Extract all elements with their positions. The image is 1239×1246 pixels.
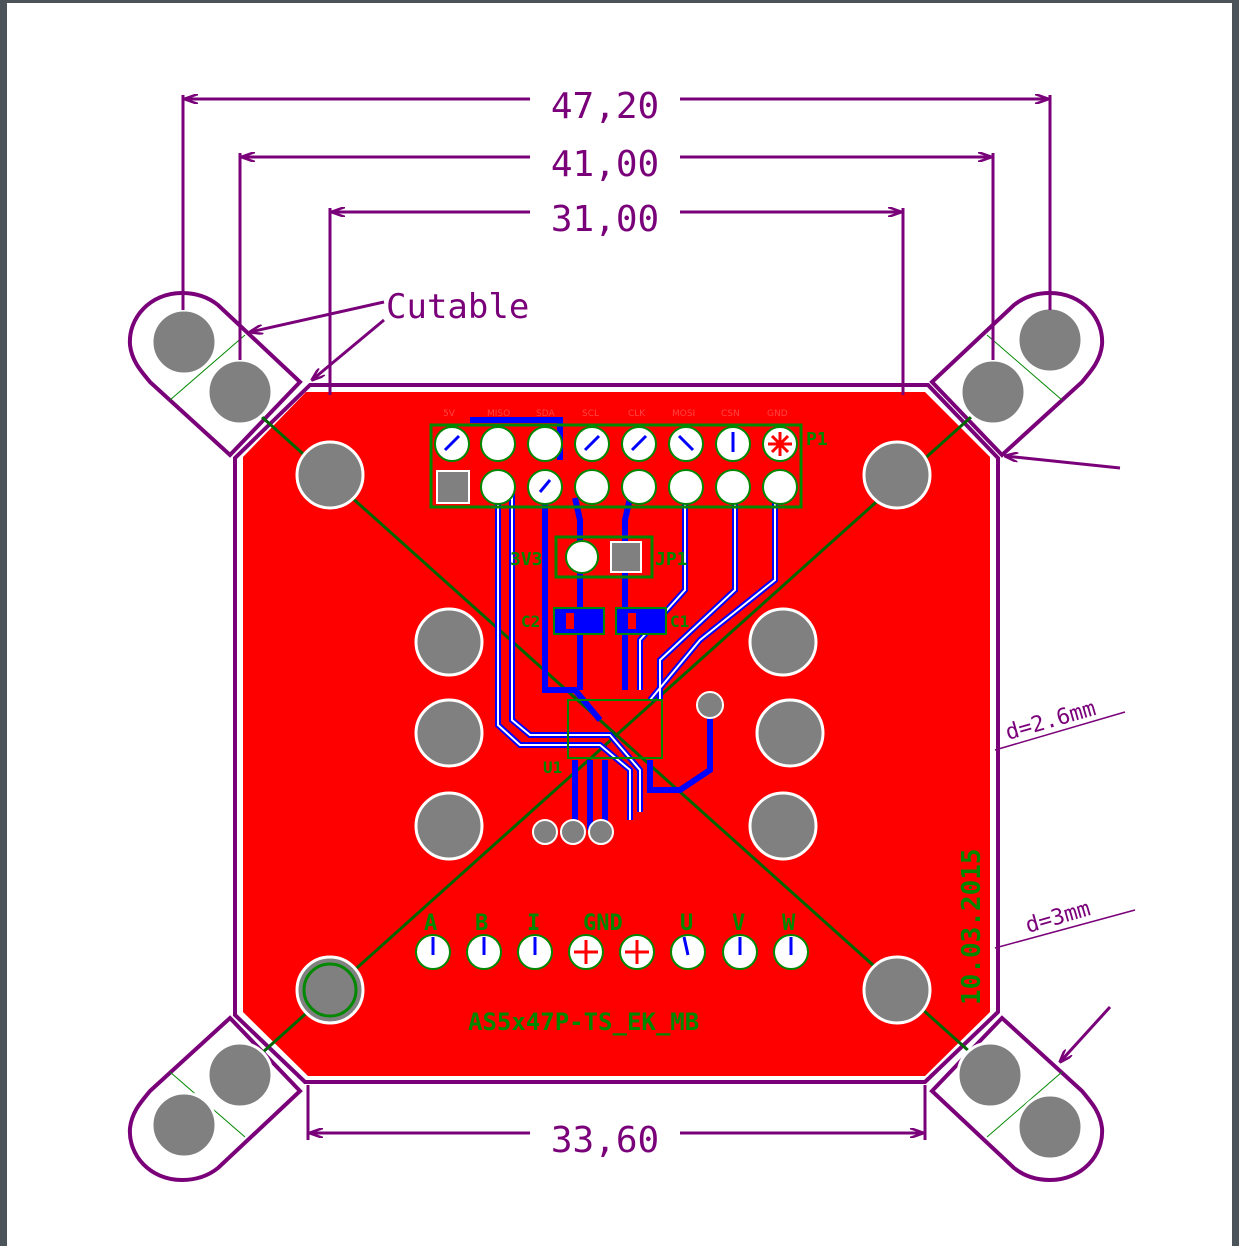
- motor-label-a: A: [424, 911, 437, 936]
- header-p1-ref: P1: [806, 429, 828, 450]
- capacitor-c2: [553, 607, 605, 635]
- capacitor-c1: [615, 607, 667, 635]
- cutable-label: Cutable: [386, 287, 529, 327]
- jumper-pad-square: [610, 541, 642, 573]
- capacitor-c2-ref: C2: [521, 612, 540, 631]
- pin-label-mosi: MOSI: [672, 409, 695, 419]
- capacitor-c1-ref: C1: [670, 612, 689, 631]
- jumper-ref: JP1: [655, 549, 688, 570]
- motor-label-w: W: [782, 911, 796, 936]
- dim-bottom: 33,60: [551, 1120, 659, 1161]
- hole-silk-ring: [302, 962, 358, 1018]
- header-p1-outline: [429, 423, 803, 509]
- jumper-label-3v3: 3V3: [510, 549, 543, 570]
- cutable-arrows: [250, 300, 1121, 1062]
- dim-top-inner: 31,00: [551, 199, 659, 240]
- pin-label-scl: SCL: [582, 409, 599, 419]
- motor-gnd-crosses: [574, 940, 649, 964]
- motor-label-u: U: [680, 911, 693, 936]
- hole-small-label: d=2.6mm: [1003, 696, 1099, 746]
- motor-label-i: I: [527, 911, 540, 936]
- header-pin-marks: [443, 432, 735, 493]
- chip-u1-outline: [567, 699, 663, 759]
- dim-top-middle: 41,00: [551, 144, 659, 185]
- board-name: AS5x47P-TS_EK_MB: [468, 1008, 699, 1036]
- motor-label-v: V: [732, 911, 745, 936]
- hole-large-label: d=3mm: [1023, 896, 1094, 938]
- motor-label-gnd: GND: [583, 911, 623, 936]
- jumper-pad-round: [565, 540, 599, 574]
- header-pin-labels: 5V MISO SDA SCL CLK MOSI CSN GND: [443, 409, 788, 419]
- pin-label-sda: SDA: [536, 409, 555, 419]
- pin-label-gnd: GND: [767, 409, 788, 419]
- dimension-lines: [181, 95, 1052, 1140]
- jumper-jp1-outline: [554, 535, 654, 579]
- pin-label-miso: MISO: [487, 409, 510, 419]
- pin-label-clk: CLK: [628, 409, 646, 419]
- c2-pad: [566, 613, 574, 629]
- test-pads: [532, 691, 724, 845]
- diagonal-line-b: [241, 398, 992, 1072]
- motor-pin-marks: [431, 936, 793, 956]
- board-date: 10.03.2015: [957, 848, 987, 1005]
- motor-label-b: B: [475, 911, 488, 936]
- dim-top-outer: 47,20: [551, 86, 659, 127]
- c1-pad: [628, 613, 636, 629]
- pin-label-5v: 5V: [443, 409, 456, 419]
- pin-label-csn: CSN: [721, 409, 740, 419]
- hole-size-leaders: [994, 711, 1136, 949]
- mounting-holes: [150, 306, 1084, 1161]
- chip-u1-ref: U1: [543, 758, 562, 777]
- motor-pin-labels: A B I GND U V W: [424, 911, 796, 936]
- header-gnd-cross: [768, 432, 792, 456]
